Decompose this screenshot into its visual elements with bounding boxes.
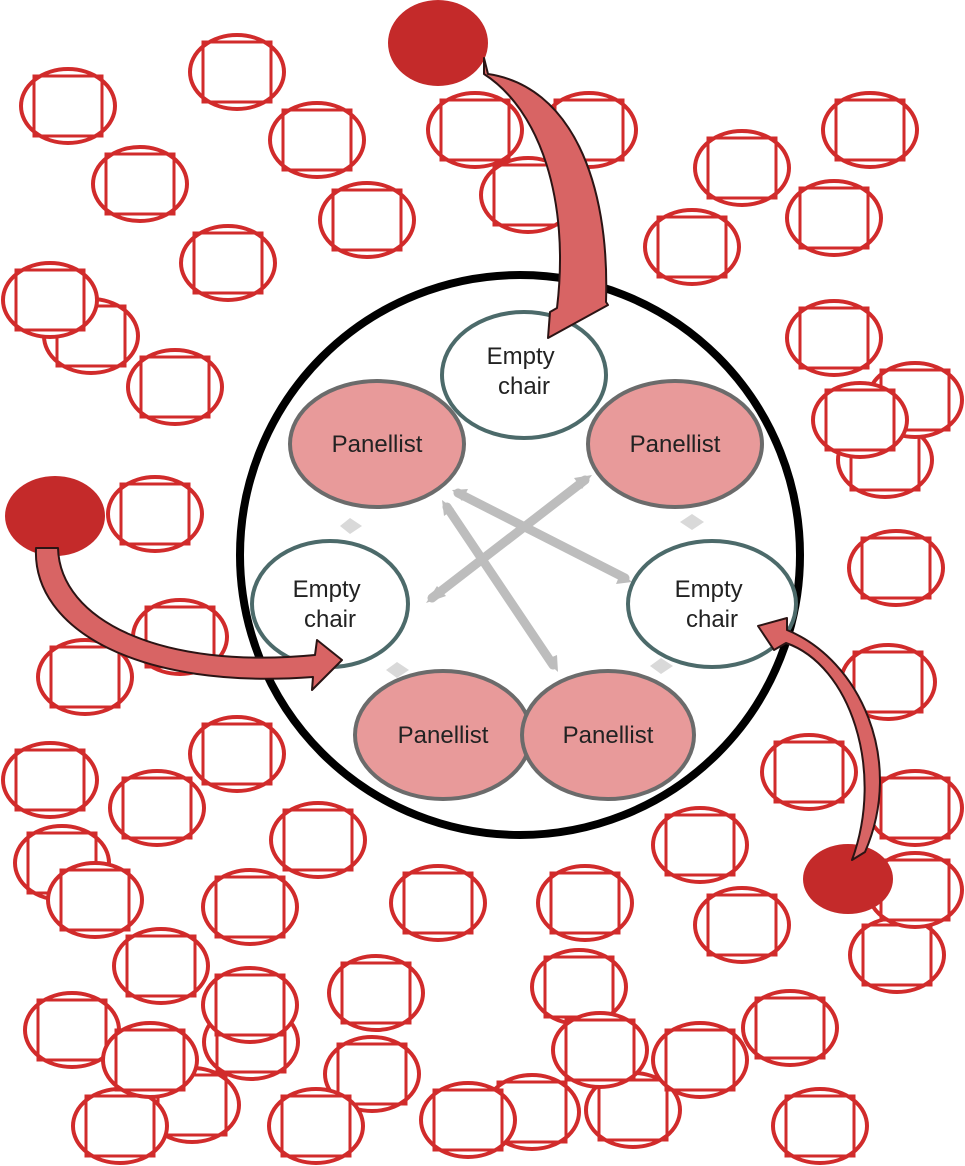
audience-seat-icon	[101, 1021, 199, 1099]
participant-bottom-right	[803, 844, 893, 914]
empty-chair-right: Empty chair	[626, 539, 798, 669]
seat-label-line: Empty	[487, 343, 555, 370]
panellist-lower-right: Panellist	[520, 669, 696, 801]
audience-seat-icon	[91, 145, 189, 223]
audience-seat-icon	[1, 741, 99, 819]
audience-seat-icon	[19, 67, 117, 145]
audience-seat-icon	[551, 1011, 649, 1089]
audience-seat-icon	[419, 1081, 517, 1159]
svg-text:Empty chair: Empty chair	[487, 343, 562, 400]
panellist-upper-left: Panellist	[288, 379, 466, 509]
seat-label: Panellist	[332, 431, 423, 458]
audience-seat-icon	[643, 208, 741, 286]
audience-seat-icon	[327, 954, 425, 1032]
incoming-participants	[5, 0, 893, 914]
arrow-left-to-empty-chair	[34, 547, 343, 691]
panellist-lower-left: Panellist	[353, 669, 533, 801]
seat-label: Panellist	[630, 431, 721, 458]
audience-seat-icon	[785, 299, 883, 377]
audience-seat-icon	[188, 33, 286, 111]
panellist-upper-right: Panellist	[586, 379, 764, 509]
audience-seat-icon	[268, 101, 366, 179]
seat-label: Panellist	[563, 722, 654, 749]
audience-seat-icon	[785, 179, 883, 257]
seat-label-line: Empty	[675, 576, 743, 603]
interaction-arrowheads	[426, 475, 632, 672]
seat-label-line: chair	[686, 606, 738, 633]
audience-seat-icon	[651, 806, 749, 884]
audience-seat-icon	[693, 886, 791, 964]
audience-seat-icon	[426, 91, 524, 169]
seat-label-line: Empty	[293, 576, 361, 603]
audience-seat-icon	[106, 475, 204, 553]
audience-seat-icon	[46, 861, 144, 939]
svg-text:Empty chair: Empty chair	[293, 576, 368, 633]
audience-seat-icon	[269, 801, 367, 879]
audience-seat-icon	[866, 769, 964, 847]
audience-seat-icon	[760, 733, 858, 811]
participant-left	[5, 476, 105, 556]
arrow-top-to-empty-chair	[483, 57, 609, 339]
audience-seat-icon	[71, 1087, 169, 1165]
audience-seat-icon	[771, 1087, 869, 1165]
audience-seat-icon	[201, 966, 299, 1044]
audience-seat-icon	[318, 181, 416, 259]
audience-seat-icon	[693, 129, 791, 207]
audience-seat-icon	[536, 864, 634, 942]
seat-label: Panellist	[398, 722, 489, 749]
seat-label-line: chair	[498, 373, 550, 400]
audience-seat-icon	[651, 1021, 749, 1099]
audience-seat-icon	[389, 864, 487, 942]
audience-seat-icon	[201, 868, 299, 946]
connector-diamonds	[340, 514, 704, 678]
audience-seat-icon	[848, 916, 946, 994]
audience-seat-icon	[126, 348, 224, 426]
svg-text:Empty chair: Empty chair	[675, 576, 750, 633]
audience-seat-icon	[811, 381, 909, 459]
audience-seat-icon	[188, 715, 286, 793]
interaction-arrows	[427, 475, 630, 670]
audience-seat-icon	[1, 261, 99, 339]
audience-seat-icon	[179, 224, 277, 302]
audience-seat-icon	[108, 769, 206, 847]
audience-seat-icon	[847, 529, 945, 607]
audience-seat-icon	[112, 927, 210, 1005]
arrow-bottom-right-to-empty-chair	[757, 617, 881, 861]
participant-top	[388, 0, 488, 86]
empty-chair-top: Empty chair	[440, 310, 608, 440]
audience-seat-icon	[741, 989, 839, 1067]
seat-label-line: chair	[304, 606, 356, 633]
movement-arrows	[34, 57, 881, 861]
audience-seat-icon	[267, 1087, 365, 1165]
audience-seat-icon	[821, 91, 919, 169]
empty-chair-left: Empty chair	[250, 539, 410, 669]
